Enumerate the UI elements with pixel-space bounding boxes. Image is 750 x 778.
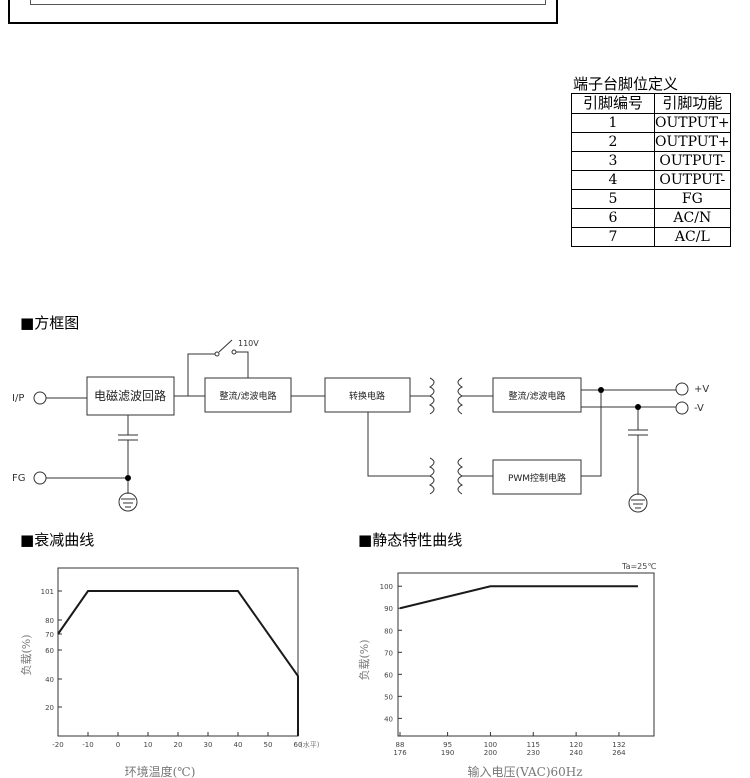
static-plot-frame [397, 572, 655, 737]
ground-icon-2 [118, 492, 138, 512]
derating-x-tick-label: -20 [52, 741, 63, 749]
derating-curve [57, 590, 299, 736]
static-y-tick-label: 100 [380, 583, 393, 591]
static-title: ■静态特性曲线 [358, 531, 462, 549]
output-neg-terminal-icon [675, 401, 689, 415]
out-pos-label: +V [694, 384, 709, 395]
static-x-tick-label-bottom: 190 [441, 749, 454, 757]
rectifier-label-2: 整流/滤波电路 [508, 390, 565, 402]
rectifier-label-1: 整流/滤波电路 [219, 390, 276, 402]
derating-y-tick-label: 40 [45, 676, 54, 684]
static-y-tick-label: 40 [384, 715, 393, 723]
square-marker-icon: ■ [20, 314, 35, 332]
pin-number: 7 [571, 227, 655, 247]
static-x-tick-label-bottom: 230 [527, 749, 540, 757]
junction-dot [635, 404, 641, 410]
derating-title-text: 衰减曲线 [34, 531, 95, 549]
pin-function: OUTPUT+ [654, 113, 731, 133]
static-x-tick-label-top: 120 [569, 741, 582, 749]
static-x-tick-label-top: 115 [527, 741, 540, 749]
derating-xlabel: 环境温度(℃) [125, 764, 196, 778]
derating-x-tick-label: 40 [234, 741, 243, 749]
static-xlabel: 输入电压(VAC)60Hz [467, 764, 582, 778]
derating-x-unit-note: (水平) [300, 740, 320, 749]
top-frame-inner [30, 0, 546, 5]
output-pos-terminal-icon [675, 382, 689, 396]
static-y-tick-label: 50 [384, 693, 393, 701]
static-x-tick-label-bottom: 240 [569, 749, 582, 757]
pin-table-caption: 端子台脚位定义 [573, 75, 679, 93]
pwm-control-block [492, 459, 582, 495]
square-marker-icon: ■ [358, 531, 373, 549]
ground-icon [628, 493, 648, 513]
derating-title: ■衰减曲线 [20, 531, 94, 549]
static-title-text: 静态特性曲线 [372, 531, 463, 549]
top-frame [8, 0, 558, 24]
converter-label: 转换电路 [349, 390, 385, 402]
static-y-tick-label: 70 [384, 649, 393, 657]
derating-y-tick-label: 101 [41, 588, 54, 596]
static-x-tick-label-bottom: 264 [612, 749, 626, 757]
pin-function-header: 引脚功能 [654, 93, 731, 114]
derating-y-tick-label: 70 [45, 631, 54, 639]
derating-x-tick-label: 20 [174, 741, 183, 749]
out-neg-label: -V [694, 403, 704, 414]
derating-y-tick-label: 60 [45, 647, 54, 655]
emi-filter-label: 电磁滤波回路 [94, 388, 166, 403]
static-x-tick-label-bottom: 176 [393, 749, 407, 757]
fg-label: FG [12, 473, 26, 484]
derating-ylabel: 负载(%) [19, 634, 33, 675]
derating-y-tick-label: 80 [45, 617, 54, 625]
pin-function: OUTPUT+ [654, 132, 731, 152]
pin-function: AC/N [654, 208, 731, 228]
input-label: I/P [12, 393, 24, 404]
block-diagram-title-text: 方框图 [34, 314, 80, 332]
block-diagram-title: ■方框图 [20, 314, 79, 332]
pin-table-header-row: 引脚编号 引脚功能 [571, 93, 731, 114]
derating-x-tick-label: 10 [144, 741, 153, 749]
derating-x-tick-label: -10 [82, 741, 93, 749]
derating-x-tick-label: 0 [116, 741, 120, 749]
derating-x-tick-label: 50 [264, 741, 273, 749]
square-marker-icon: ■ [20, 531, 35, 549]
derating-x-tick-label: 60 [294, 741, 303, 749]
static-curve [399, 585, 638, 610]
rectifier-block-2 [492, 377, 582, 413]
static-x-tick-label-top: 88 [396, 741, 405, 749]
junction-dot [598, 387, 604, 393]
pin-number: 3 [571, 151, 655, 171]
static-y-tick-label: 90 [384, 605, 393, 613]
static-y-tick-label: 60 [384, 671, 393, 679]
transformer-primary-icon [428, 377, 435, 415]
static-note: Ta=25℃ [621, 562, 656, 571]
pin-function: OUTPUT- [654, 151, 731, 171]
static-y-tick-label: 80 [384, 627, 393, 635]
static-ylabel: 负载(%) [357, 639, 371, 680]
derating-x-tick-label: 30 [204, 741, 213, 749]
pwm-control-label: PWM控制电路 [508, 472, 566, 484]
switch-label: 110V [238, 339, 259, 348]
static-x-tick-label-top: 132 [612, 741, 625, 749]
static-x-tick-label-top: 95 [443, 741, 452, 749]
pin-function: AC/L [654, 227, 731, 247]
derating-y-tick-label: 20 [45, 704, 54, 712]
static-x-tick-label-bottom: 200 [484, 749, 497, 757]
junction-dot [125, 475, 131, 481]
static-x-tick-label-top: 100 [484, 741, 497, 749]
